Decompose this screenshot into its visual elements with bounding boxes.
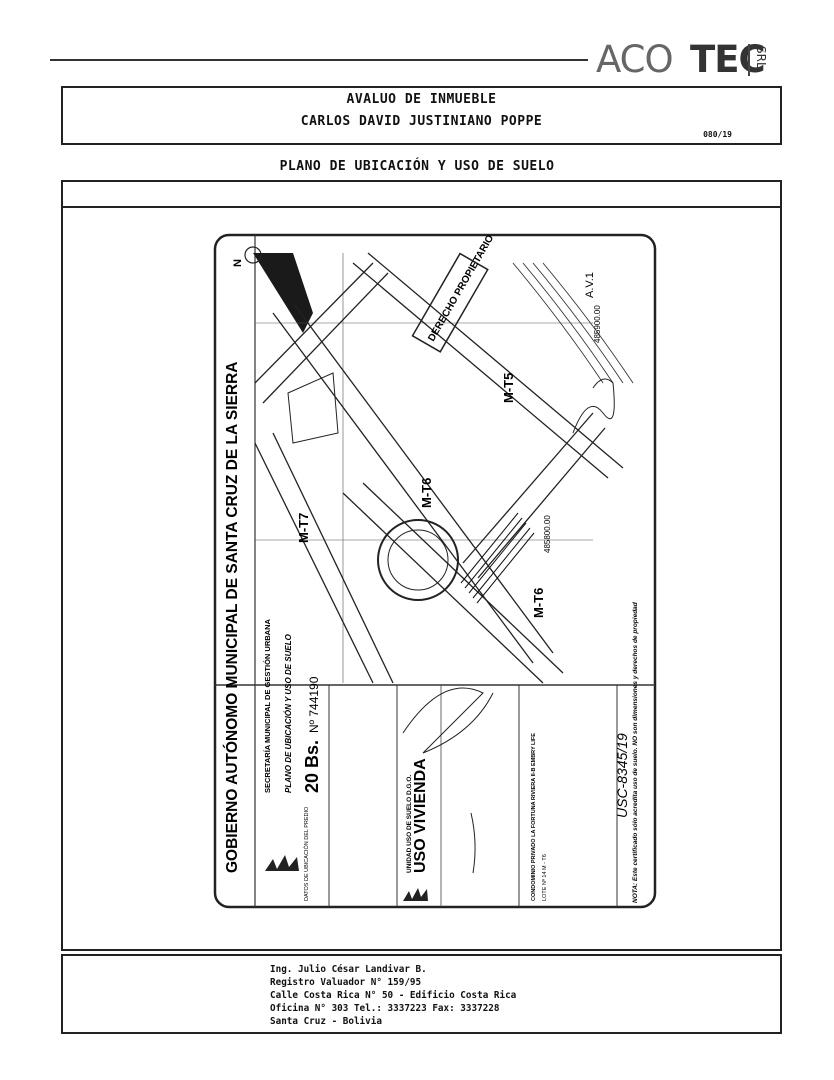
block-label: M-T6 (419, 478, 434, 508)
signature-scribble (402, 687, 494, 754)
block-label: M-T6 (531, 588, 546, 618)
colindancias: CONDOMINIO PRIVADO LA FORTUNA RIVIERA II… (531, 733, 537, 901)
section-title: PLANO DE UBICACIÓN Y USO DE SUELO (279, 159, 555, 174)
government-title: GOBIERNO AUTÓNOMO MUNICIPAL DE SANTA CRU… (223, 362, 241, 874)
report-title: AVALUO DE INMUEBLE (346, 92, 497, 107)
municipal-logo-icon (265, 855, 299, 871)
approval-stamp (411, 252, 489, 353)
datos-label: DATOS DE UBICACIÓN DEL PREDIO (303, 806, 310, 901)
location-plan-scan: N DERECHO PROPIETARIO (213, 233, 657, 909)
handwritten-code: USC-8345/19 (614, 733, 630, 818)
appraiser-registry: Registro Valuador N° 159/95 (270, 977, 422, 988)
frame-title-band (63, 182, 780, 208)
svg-text:N: N (232, 259, 244, 267)
dark-plot (253, 253, 313, 333)
reference-number: 080/19 (703, 130, 732, 139)
avenue-label: A.V.1 (584, 272, 596, 298)
appraiser-contact: Oficina N° 303 Tel.: 3337223 Fax: 333722… (270, 1003, 500, 1014)
coordinate-label: 485800.00 (543, 515, 552, 553)
document-type: PLANO DE UBICACIÓN Y USO DE SUELO (284, 633, 293, 793)
logo-suffix: SRL. (754, 46, 768, 73)
appraiser-name: Ing. Julio César Landivar B. (270, 964, 427, 975)
appraiser-city: Santa Cruz - Bolivia (270, 1016, 382, 1027)
price-label: 20 Bs. (302, 740, 322, 793)
stamp-logo-icon (403, 888, 428, 901)
stamp-type: USO VIVIENDA (412, 758, 429, 873)
plan-note: NOTA: Este certificado sólo acredita uso… (632, 601, 639, 903)
footer-box: Ing. Julio César Landivar B. Registro Va… (61, 954, 782, 1034)
document-number: Nº 744190 (307, 676, 321, 733)
appraiser-info: Ing. Julio César Landivar B. Registro Va… (270, 963, 516, 1028)
logo-divider (748, 44, 750, 76)
seal-circle (377, 519, 459, 601)
block-label: M-T7 (296, 513, 311, 543)
block-label: M-T5 (501, 373, 516, 403)
header-rule (50, 59, 588, 61)
report-header-box: AVALUO DE INMUEBLE CARLOS DAVID JUSTINIA… (61, 86, 782, 145)
owner-name: CARLOS DAVID JUSTINIANO POPPE (300, 114, 543, 129)
company-logo: ACO TEC SRL. (596, 38, 796, 82)
lote-label: LOTE Nº 14 M - T6 (541, 854, 548, 901)
logo-text-tec: TEC (690, 38, 766, 81)
north-arrow-icon (244, 246, 262, 264)
coordinate-label: 485900.00 (593, 305, 602, 343)
secretaria-label: SECRETARÍA MUNICIPAL DE GESTIÓN URBANA (263, 619, 272, 793)
logo-text-aco: ACO (596, 38, 674, 81)
appraiser-address: Calle Costa Rica N° 50 - Edificio Costa … (270, 990, 517, 1001)
stamp-label: UNIDAD USO DE SUELO D.G.O. (406, 775, 413, 873)
plan-frame (61, 180, 782, 951)
